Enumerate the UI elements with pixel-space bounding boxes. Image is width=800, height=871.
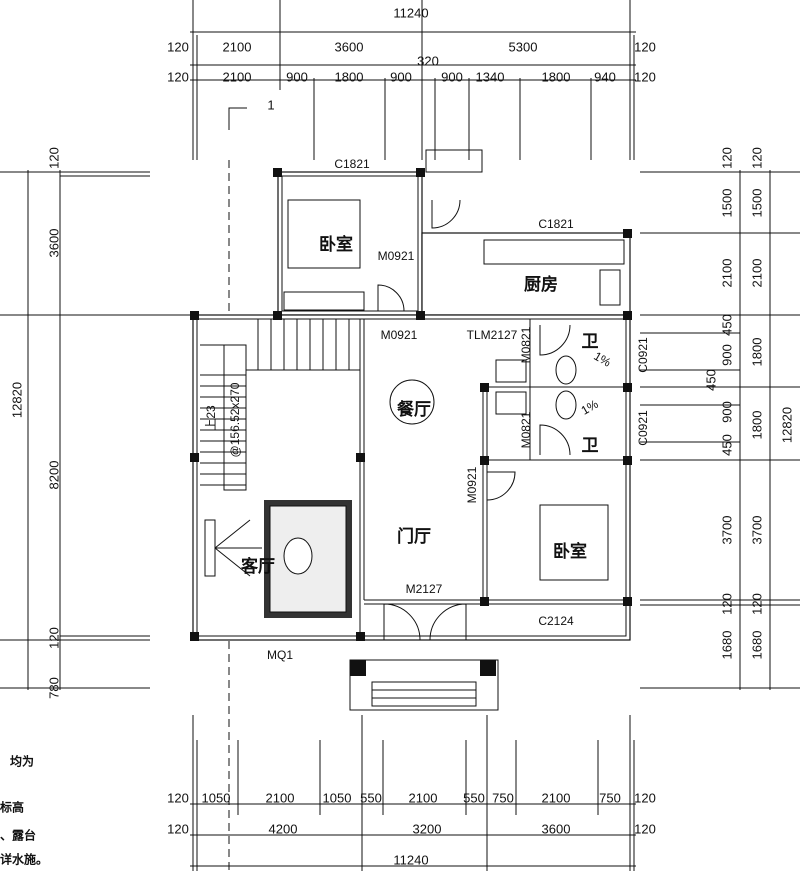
room-label-bath-upper: 卫 (582, 332, 599, 352)
dim-bottom-total: 11240 (393, 852, 428, 867)
room-label-dining: 餐厅 (397, 399, 431, 420)
note-text: 标高 (0, 800, 24, 815)
dim-right-inner: 450 (719, 434, 734, 456)
room-label-bedroom-north: 卧室 (319, 234, 353, 255)
staircase (200, 319, 360, 491)
dim-top-row2: 900 (441, 69, 463, 84)
dim-right-outer: 1800 (749, 411, 764, 440)
dim-top-row2: 1800 (335, 69, 364, 84)
dim-right-outer: 2100 (749, 259, 764, 288)
dim-right-total: 12820 (779, 407, 794, 443)
stair-label: 上23 (204, 405, 218, 431)
dim-bottom-row1: 550 (360, 790, 382, 805)
dim-top-row1: 5300 (509, 39, 538, 54)
horizontal-extension-lines (0, 170, 800, 690)
top-extension-lines (190, 0, 636, 160)
dim-right-inner: 450 (703, 369, 718, 391)
dim-top-row1: 3600 (335, 39, 364, 54)
dim-bottom-row1: 2100 (409, 790, 438, 805)
opening-label: TLM2127 (467, 328, 518, 342)
dim-right-inner: 1680 (719, 631, 734, 660)
opening-label: MQ1 (267, 648, 293, 662)
dim-top-row2: 120 (634, 69, 656, 84)
dim-bottom-row1: 2100 (542, 790, 571, 805)
bottom-extension-lines (190, 715, 636, 871)
dim-bottom-row1: 2100 (266, 790, 295, 805)
dim-top-row2: 940 (594, 69, 616, 84)
dim-bottom-row2: 3200 (413, 821, 442, 836)
note-text: 均为 (10, 754, 34, 769)
dim-bottom-row1: 750 (492, 790, 514, 805)
dim-right-inner: 3700 (719, 516, 734, 545)
note-text: 详水施。 (0, 852, 48, 867)
dim-right-outer: 120 (749, 147, 764, 169)
opening-label: M2127 (406, 582, 443, 596)
opening-label: M0921 (465, 466, 479, 503)
dim-right-inner: 120 (719, 593, 734, 615)
dim-top-total: 11240 (393, 5, 428, 20)
room-label-bath-lower: 卫 (582, 436, 599, 456)
dim-top-row2: 1340 (476, 69, 505, 84)
opening-label: C1821 (538, 217, 574, 231)
dim-left: 8200 (46, 461, 61, 490)
dim-right-outer: 1500 (749, 189, 764, 218)
dim-bottom-row1: 120 (167, 790, 189, 805)
section-number: 1 (267, 97, 274, 112)
note-text: 、露台 (0, 828, 36, 843)
room-label-foyer: 门厅 (397, 526, 431, 547)
room-label-bedroom-south: 卧室 (553, 541, 587, 562)
dim-bottom-row2: 3600 (542, 821, 571, 836)
dim-right-inner: 2100 (719, 259, 734, 288)
furniture (204, 199, 625, 618)
dim-left-total: 12820 (9, 382, 24, 418)
room-label-living: 客厅 (240, 556, 275, 577)
dim-top-row2: 120 (167, 69, 189, 84)
dim-bottom-row2: 120 (167, 821, 189, 836)
dim-bottom-row1: 550 (463, 790, 485, 805)
dim-left: 120 (46, 147, 61, 169)
opening-label: M0821 (519, 411, 533, 448)
dim-right-outer: 1680 (749, 631, 764, 660)
dim-right-inner: 120 (719, 147, 734, 169)
dim-top-row2: 1800 (542, 69, 571, 84)
dim-top-offset: 320 (417, 53, 439, 68)
opening-label: C1821 (334, 157, 370, 171)
dim-top-row2: 2100 (223, 69, 252, 84)
dim-top-row1: 2100 (223, 39, 252, 54)
room-label-kitchen: 厨房 (524, 274, 558, 295)
dim-top-row1: 120 (634, 39, 656, 54)
dim-right-outer: 1800 (749, 338, 764, 367)
opening-label: M0921 (378, 249, 415, 263)
dim-bottom-row1: 750 (599, 790, 621, 805)
dim-top-row1: 120 (167, 39, 189, 54)
opening-label: M0921 (381, 328, 418, 342)
dim-left: 3600 (46, 229, 61, 258)
opening-label: M0821 (519, 326, 533, 363)
dim-bottom-row2: 4200 (269, 821, 298, 836)
dim-right-inner: 900 (719, 401, 734, 423)
opening-label: C0921 (636, 337, 650, 373)
dim-bottom-row1: 1050 (323, 790, 352, 805)
dim-right-inner: 900 (719, 344, 734, 366)
dim-left: 120 (46, 627, 61, 649)
section-mark-icon (228, 107, 247, 130)
stair-spec: @156.52x270 (228, 382, 242, 457)
opening-label: C0921 (636, 410, 650, 446)
dim-right-inner: 450 (719, 314, 734, 336)
dim-bottom-row2: 120 (634, 821, 656, 836)
dim-right-outer: 3700 (749, 516, 764, 545)
door-swings (377, 199, 571, 641)
dim-right-inner: 1500 (719, 189, 734, 218)
opening-label: C2124 (538, 614, 574, 628)
dim-right-outer: 120 (749, 593, 764, 615)
structural-columns (190, 168, 632, 676)
dim-left: 780 (46, 677, 61, 699)
dim-bottom-row1: 120 (634, 790, 656, 805)
dim-bottom-row1: 1050 (202, 790, 231, 805)
dim-top-row2: 900 (286, 69, 308, 84)
dim-top-row2: 900 (390, 69, 412, 84)
